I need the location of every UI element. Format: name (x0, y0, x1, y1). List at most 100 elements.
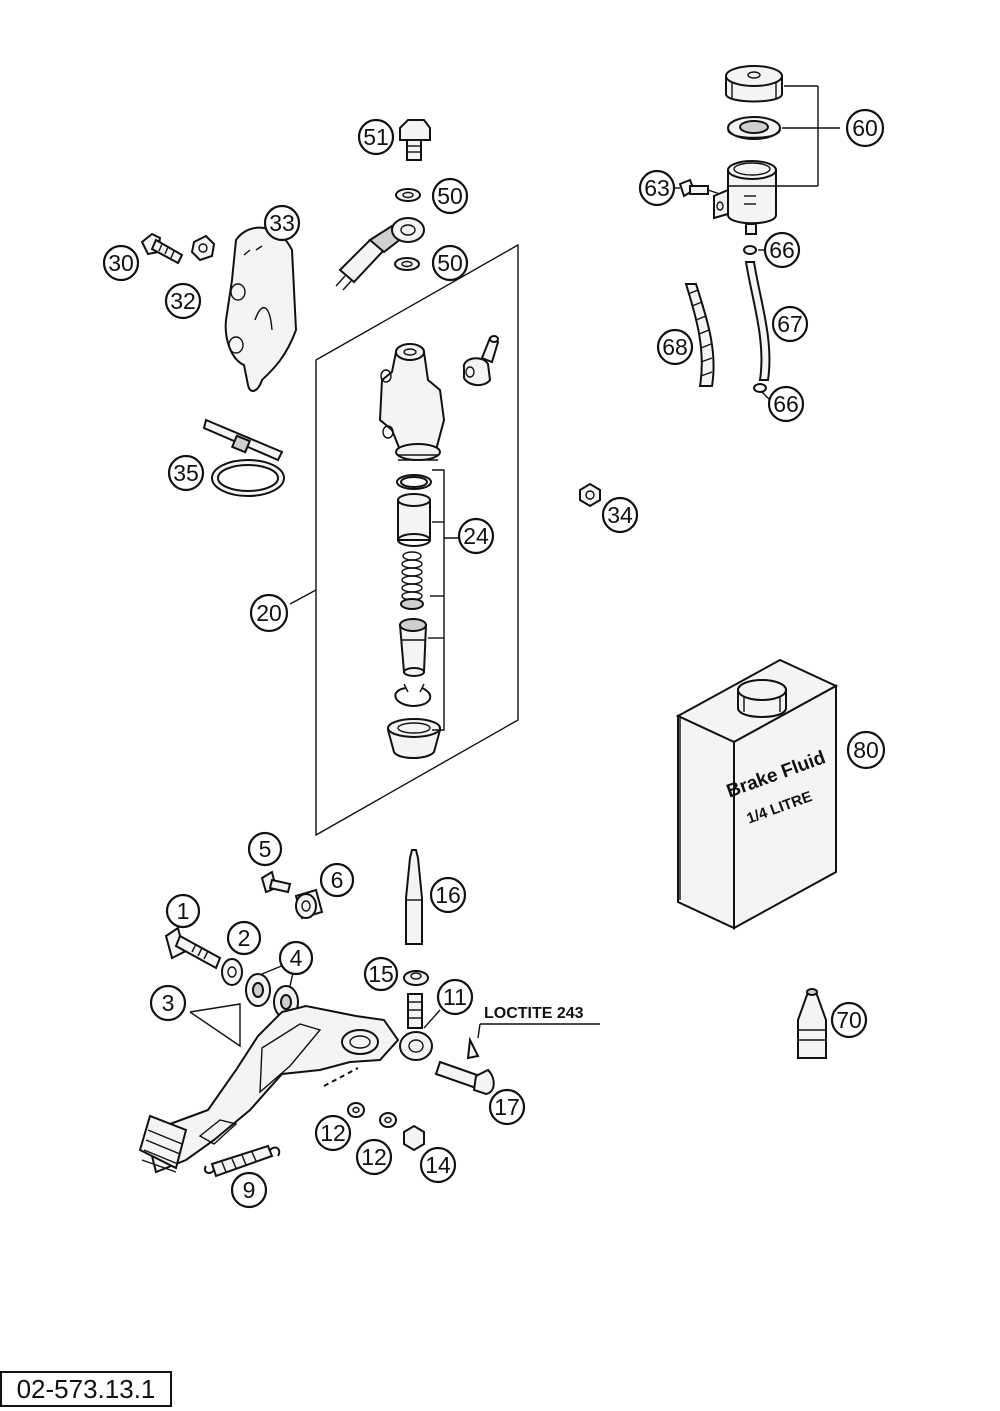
sleeve (397, 493, 431, 547)
callout-32: 32 (164, 282, 202, 320)
washer-12a (347, 1102, 365, 1118)
dust-boot (386, 718, 442, 759)
svg-text:5: 5 (259, 836, 272, 862)
callout-17: 17 (488, 1088, 526, 1126)
reservoir-cap (725, 65, 783, 103)
brake-pedal-3 (138, 1004, 400, 1174)
svg-text:6: 6 (331, 867, 344, 893)
banjo-bolt-51 (399, 119, 431, 161)
svg-text:11: 11 (443, 984, 467, 1010)
circlip (394, 683, 432, 708)
cap-15 (403, 970, 429, 986)
screw-63 (678, 178, 709, 198)
brake-hose-banjo (335, 217, 425, 291)
svg-text:4: 4 (290, 945, 303, 971)
hose-67 (744, 261, 771, 381)
loctite-243-label: LOCTITE 243 (484, 1005, 584, 1022)
svg-text:50: 50 (437, 250, 463, 276)
svg-text:17: 17 (494, 1094, 520, 1120)
callout-68: 68 (656, 328, 694, 366)
callout-63: 63 (638, 169, 676, 207)
washer-50-upper (395, 188, 421, 202)
o-ring (396, 474, 432, 490)
clamp-66-upper (743, 245, 757, 255)
brake-fluid-can-80: Brake Fluid 1/4 LITRE (675, 658, 839, 930)
clamp-66-lower (753, 383, 767, 393)
svg-text:35: 35 (173, 460, 199, 486)
callout-51: 51 (357, 118, 395, 156)
elbow-fitting (462, 335, 500, 386)
svg-text:63: 63 (644, 175, 670, 201)
loctite-marker (466, 1023, 600, 1060)
callout-9: 9 (230, 1171, 268, 1209)
loctite-bottle-70 (797, 988, 827, 1059)
callout-30: 30 (102, 244, 140, 282)
svg-text:9: 9 (243, 1177, 256, 1203)
callout-12-left: 12 (314, 1114, 352, 1152)
svg-text:33: 33 (269, 210, 295, 236)
callout-50-lower: 50 (431, 244, 469, 282)
svg-text:20: 20 (256, 600, 282, 626)
bolt-1 (164, 926, 222, 970)
leader-lines (289, 85, 840, 731)
svg-text:30: 30 (108, 250, 134, 276)
screw-5 (260, 870, 292, 894)
callout-60: 60 (845, 108, 885, 148)
bearing-4a (245, 973, 271, 1007)
svg-text:66: 66 (769, 237, 795, 263)
nut-32 (190, 234, 216, 262)
svg-text:2: 2 (238, 925, 251, 951)
svg-text:14: 14 (425, 1152, 451, 1178)
threaded-rod-11 (399, 993, 433, 1061)
callout-2: 2 (226, 920, 262, 956)
bolt-17 (434, 1060, 495, 1096)
callout-4: 4 (278, 940, 314, 976)
cover-33 (224, 226, 298, 392)
washer-12b (379, 1112, 397, 1128)
leader-3 (189, 1003, 241, 1048)
svg-text:12: 12 (361, 1144, 387, 1170)
callout-6: 6 (319, 862, 355, 898)
callout-20: 20 (249, 593, 289, 633)
svg-text:3: 3 (162, 990, 175, 1016)
callout-3: 3 (149, 984, 187, 1022)
svg-text:1: 1 (177, 898, 190, 924)
svg-text:66: 66 (773, 391, 799, 417)
svg-text:70: 70 (836, 1007, 862, 1033)
callout-16: 16 (429, 876, 467, 914)
svg-text:16: 16 (435, 882, 461, 908)
callout-12-right: 12 (355, 1138, 393, 1176)
callout-15: 15 (363, 956, 399, 992)
svg-text:32: 32 (170, 288, 196, 314)
svg-text:80: 80 (853, 737, 879, 763)
reservoir-diaphragm (727, 116, 781, 140)
callout-34: 34 (601, 496, 639, 534)
callout-67: 67 (771, 305, 809, 343)
callout-66-lower: 66 (767, 385, 805, 423)
callout-24: 24 (457, 517, 495, 555)
svg-text:51: 51 (363, 124, 389, 150)
spring (400, 551, 424, 610)
washer-2 (221, 958, 243, 986)
bushing-6 (294, 888, 324, 920)
callout-14: 14 (419, 1146, 457, 1184)
callout-50-upper: 50 (431, 177, 469, 215)
screw-30 (140, 232, 184, 265)
svg-text:34: 34 (607, 502, 633, 528)
callout-80: 80 (846, 730, 886, 770)
nut-34 (579, 482, 601, 508)
cable-tie-35 (202, 418, 285, 497)
callout-1: 1 (165, 893, 201, 929)
svg-text:60: 60 (852, 115, 878, 141)
svg-text:68: 68 (662, 334, 688, 360)
spring-9 (204, 1144, 281, 1178)
callout-11: 11 (436, 978, 474, 1016)
svg-text:50: 50 (437, 183, 463, 209)
callout-35: 35 (167, 454, 205, 492)
callout-5: 5 (247, 831, 283, 867)
callout-70: 70 (830, 1001, 868, 1039)
callout-66-upper: 66 (763, 231, 801, 269)
svg-text:67: 67 (777, 311, 803, 337)
svg-text:15: 15 (368, 961, 394, 987)
assembly-box-outline (315, 243, 519, 837)
